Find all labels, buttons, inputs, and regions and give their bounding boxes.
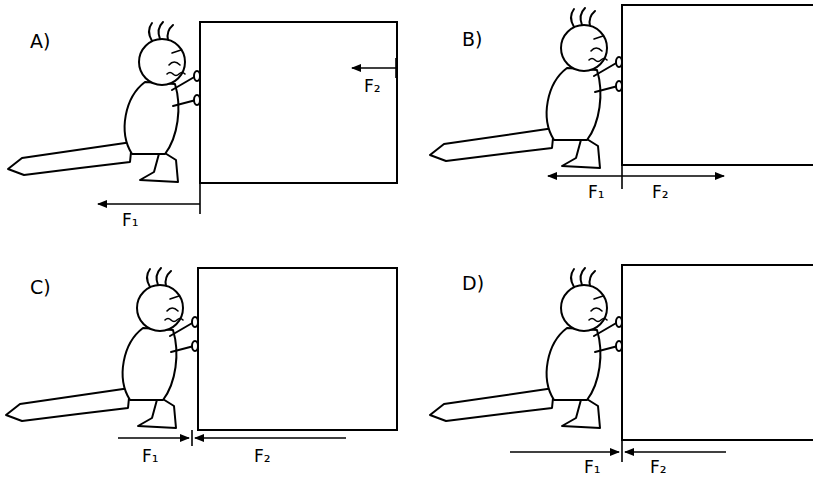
force-label: F₁ — [122, 212, 139, 229]
force-arrow — [548, 175, 622, 177]
tick-mark — [395, 58, 397, 78]
person-pushing — [430, 268, 622, 428]
force-label: F₂ — [254, 448, 271, 465]
force-arrow — [195, 437, 346, 439]
tick-mark — [621, 440, 623, 462]
tick-mark — [199, 183, 201, 214]
panel-letter: B) — [462, 30, 482, 49]
force-label: F₁ — [584, 459, 601, 476]
force-label: F₂ — [652, 184, 669, 201]
force-arrow — [118, 437, 189, 439]
force-arrow — [352, 67, 396, 69]
panel-letter: C) — [30, 278, 51, 297]
tick-mark — [621, 165, 623, 189]
force-arrow — [625, 451, 726, 453]
panel-letter: D) — [462, 274, 484, 293]
crate — [622, 5, 813, 165]
person-pushing — [8, 22, 200, 182]
tick-mark — [191, 430, 193, 446]
force-label: F₁ — [588, 184, 605, 201]
person-pushing — [6, 268, 198, 428]
force-label: F₁ — [142, 448, 159, 465]
crate — [198, 268, 397, 430]
force-arrow — [98, 203, 200, 205]
person-pushing — [430, 8, 622, 168]
force-arrow — [622, 175, 724, 177]
force-arrow — [510, 451, 619, 453]
force-label: F₂ — [650, 459, 667, 476]
force-label: F₂ — [364, 78, 381, 95]
panel-letter: A) — [30, 32, 50, 51]
crate — [200, 22, 397, 183]
crate — [622, 265, 813, 440]
